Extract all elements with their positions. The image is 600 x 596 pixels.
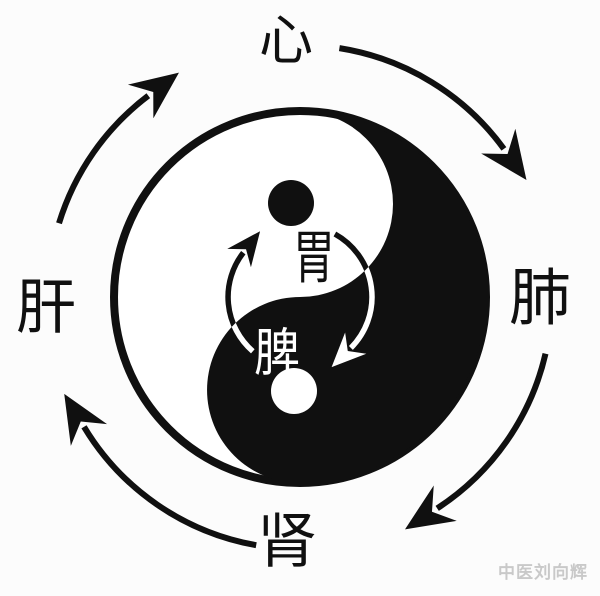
organ-label-spleen: 脾 bbox=[254, 324, 300, 382]
taiji-symbol bbox=[110, 107, 490, 487]
outer-arrow-kidney-to-liver bbox=[64, 393, 257, 549]
organ-label-lung: 肺 bbox=[509, 265, 571, 333]
outer-cycle-arrows bbox=[56, 45, 549, 549]
organ-label-kidney: 肾 bbox=[257, 509, 317, 575]
outer-arrow-lung-to-kidney bbox=[405, 353, 549, 530]
organ-label-liver: 肝 bbox=[16, 275, 76, 341]
organ-label-heart: 心 bbox=[259, 11, 313, 71]
watermark: 中医刘向辉 bbox=[498, 563, 588, 582]
taiji-yin-dot bbox=[268, 180, 314, 226]
organ-label-stomach: 胃 bbox=[293, 226, 335, 290]
taiji-yang-dot bbox=[271, 368, 317, 414]
outer-arrow-heart-to-lung bbox=[338, 45, 527, 180]
inner-cycle-arrows bbox=[225, 231, 375, 368]
outer-arrow-liver-to-heart bbox=[56, 72, 179, 225]
